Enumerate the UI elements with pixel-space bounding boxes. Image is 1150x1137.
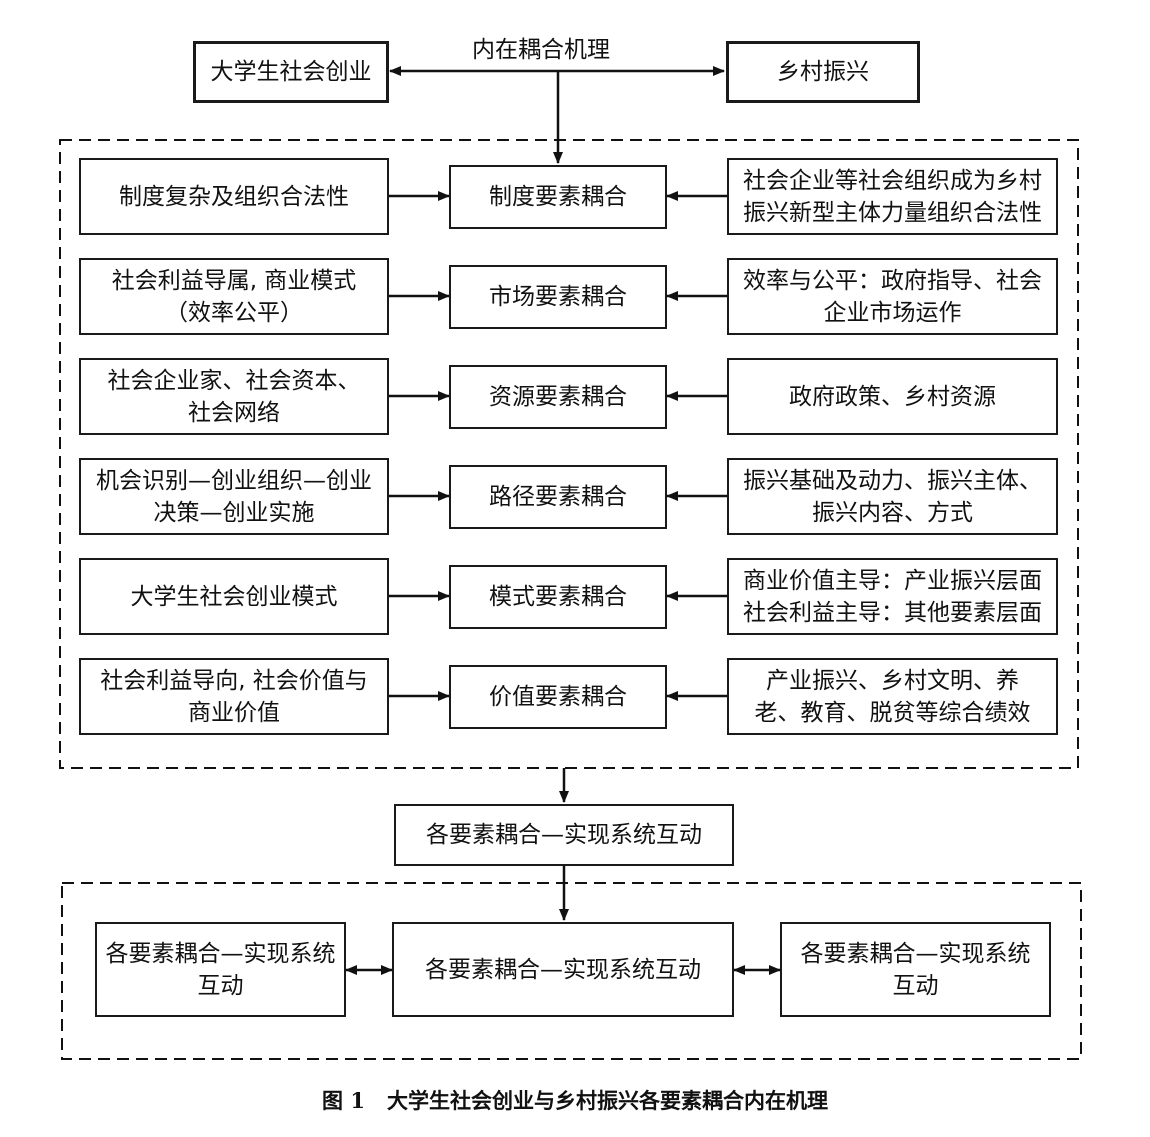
row-2-right-box: 效率与公平：政府指导、社会 企业市场运作 bbox=[727, 258, 1058, 335]
row-2-right-line-1: 效率与公平：政府指导、社会 bbox=[743, 267, 1042, 294]
group-frame-elements bbox=[59, 139, 1079, 769]
row-5-right-line-1: 商业价值主导：产业振兴层面 bbox=[743, 567, 1042, 594]
row-3-right-line-1: 政府政策、乡村资源 bbox=[789, 383, 996, 410]
row-5-left-box: 大学生社会创业模式 bbox=[79, 558, 389, 635]
row-1-right-box: 社会企业等社会组织成为乡村 振兴新型主体力量组织合法性 bbox=[727, 158, 1058, 235]
system-interaction-label: 各要素耦合—实现系统互动 bbox=[426, 822, 702, 848]
row-3-left-line-1: 社会企业家、社会资本、 bbox=[107, 367, 361, 394]
row-6-center-label: 价值要素耦合 bbox=[489, 684, 627, 710]
row-3-center-box: 资源要素耦合 bbox=[449, 365, 667, 429]
row-1-right-line-1: 社会企业等社会组织成为乡村 bbox=[743, 167, 1042, 194]
row-1-left-line-1: 制度复杂及组织合法性 bbox=[119, 183, 349, 210]
row-2-left-line-1: 社会利益导属, 商业模式 bbox=[111, 267, 357, 294]
row-5-right-box: 商业价值主导：产业振兴层面 社会利益主导：其他要素层面 bbox=[727, 558, 1058, 635]
row-3-center-label: 资源要素耦合 bbox=[489, 384, 627, 410]
rural-revitalization-box: 乡村振兴 bbox=[726, 41, 920, 103]
system-interaction-box: 各要素耦合—实现系统互动 bbox=[394, 804, 734, 866]
row-4-right-line-2: 振兴内容、方式 bbox=[812, 499, 973, 526]
row-4-right-line-1: 振兴基础及动力、振兴主体、 bbox=[743, 467, 1042, 494]
row-1-right-line-2: 振兴新型主体力量组织合法性 bbox=[743, 199, 1042, 226]
mechanism-label: 内在耦合机理 bbox=[472, 37, 610, 63]
row-5-center-box: 模式要素耦合 bbox=[449, 565, 667, 629]
row-2-left-box: 社会利益导属, 商业模式 （效率公平） bbox=[79, 258, 389, 335]
row-1-left-box: 制度复杂及组织合法性 bbox=[79, 158, 389, 235]
bottom-left-box: 各要素耦合—实现系统 互动 bbox=[95, 922, 346, 1017]
bottom-left-line-1: 各要素耦合—实现系统 bbox=[105, 940, 336, 967]
row-6-center-box: 价值要素耦合 bbox=[449, 665, 667, 729]
row-2-right-line-2: 企业市场运作 bbox=[823, 299, 962, 326]
row-6-left-line-1: 社会利益导向, 社会价值与 bbox=[100, 667, 368, 694]
bottom-left-line-2: 互动 bbox=[197, 972, 244, 999]
figure-number: 图 1 bbox=[322, 1088, 365, 1113]
row-4-left-line-2: 决策—创业实施 bbox=[153, 499, 315, 526]
row-2-center-box: 市场要素耦合 bbox=[449, 265, 667, 329]
row-6-left-line-2: 商业价值 bbox=[188, 699, 280, 726]
college-social-entrepreneurship-box: 大学生社会创业 bbox=[193, 41, 389, 103]
row-1-center-box: 制度要素耦合 bbox=[449, 165, 667, 229]
row-1-center-label: 制度要素耦合 bbox=[489, 184, 627, 210]
row-4-right-box: 振兴基础及动力、振兴主体、 振兴内容、方式 bbox=[727, 458, 1058, 535]
college-social-entrepreneurship-label: 大学生社会创业 bbox=[210, 59, 372, 85]
row-5-left-line-1: 大学生社会创业模式 bbox=[130, 583, 338, 610]
row-6-left-box: 社会利益导向, 社会价值与 商业价值 bbox=[79, 658, 389, 735]
figure-title: 大学生社会创业与乡村振兴各要素耦合内在机理 bbox=[386, 1088, 828, 1113]
bottom-right-line-1: 各要素耦合—实现系统 bbox=[800, 940, 1031, 967]
row-2-left-line-2: （效率公平） bbox=[165, 299, 303, 326]
row-4-center-box: 路径要素耦合 bbox=[449, 465, 667, 529]
row-5-center-label: 模式要素耦合 bbox=[489, 584, 627, 610]
row-4-center-label: 路径要素耦合 bbox=[489, 484, 627, 510]
bottom-center-line-1: 各要素耦合—实现系统互动 bbox=[425, 956, 701, 983]
row-4-left-line-1: 机会识别—创业组织—创业 bbox=[96, 467, 372, 494]
row-5-right-line-2: 社会利益主导：其他要素层面 bbox=[743, 599, 1042, 626]
bottom-right-line-2: 互动 bbox=[892, 972, 939, 999]
group-frame-system bbox=[61, 882, 1082, 1060]
bottom-right-box: 各要素耦合—实现系统 互动 bbox=[780, 922, 1051, 1017]
row-2-center-label: 市场要素耦合 bbox=[489, 284, 627, 310]
figure-caption: 图 1 大学生社会创业与乡村振兴各要素耦合内在机理 bbox=[0, 1085, 1150, 1115]
row-6-right-box: 产业振兴、乡村文明、养 老、教育、脱贫等综合绩效 bbox=[727, 658, 1058, 735]
row-3-left-line-2: 社会网络 bbox=[188, 399, 280, 426]
bottom-center-box: 各要素耦合—实现系统互动 bbox=[392, 922, 734, 1017]
row-3-right-box: 政府政策、乡村资源 bbox=[727, 358, 1058, 435]
rural-revitalization-label: 乡村振兴 bbox=[777, 59, 869, 85]
row-3-left-box: 社会企业家、社会资本、 社会网络 bbox=[79, 358, 389, 435]
row-4-left-box: 机会识别—创业组织—创业 决策—创业实施 bbox=[79, 458, 389, 535]
row-6-right-line-1: 产业振兴、乡村文明、养 bbox=[766, 667, 1019, 694]
row-6-right-line-2: 老、教育、脱贫等综合绩效 bbox=[754, 699, 1031, 726]
